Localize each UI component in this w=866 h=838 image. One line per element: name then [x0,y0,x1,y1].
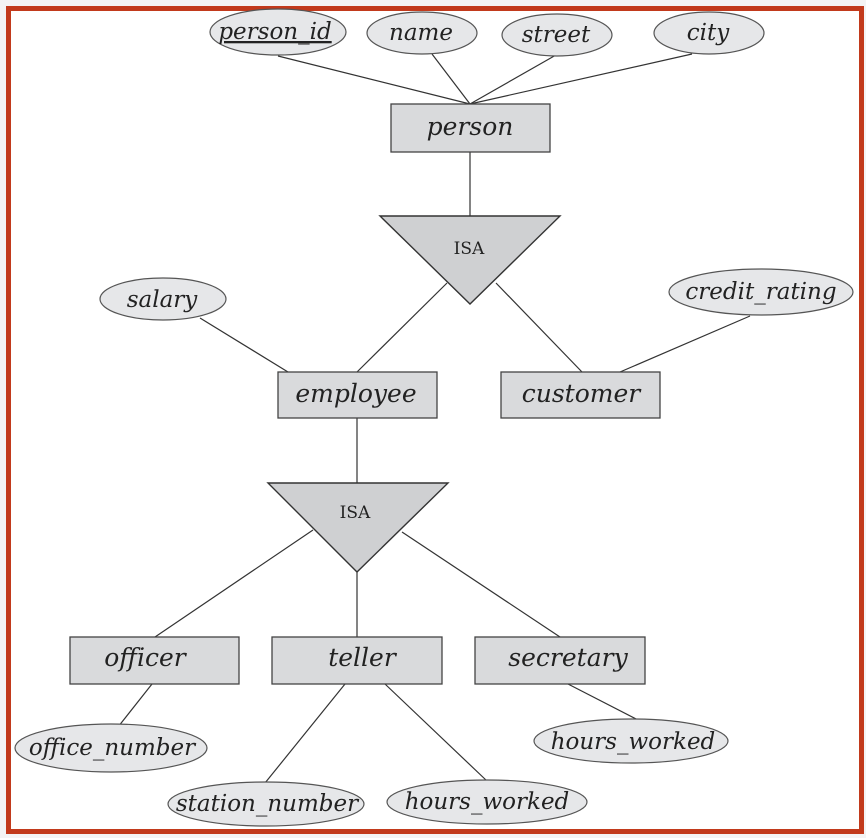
entity-employee: employee [277,371,438,419]
entity-secretary: secretary [474,636,646,685]
attribute-office-number: office_number [14,723,208,773]
svg-text:street: street [522,22,591,48]
svg-text:ISA: ISA [340,503,371,523]
entity-customer: customer [500,371,661,419]
entity-person: person [390,103,551,153]
line-name-person [431,53,471,105]
line-teller-station-number [264,683,346,784]
isa-bottom-triangle: ISA [266,482,450,573]
attribute-station-number: station_number [167,781,365,827]
svg-text:name: name [389,20,453,46]
svg-text:person_id: person_id [218,19,331,45]
svg-text:hours_worked: hours_worked [551,729,716,755]
line-isa-top-employee [356,282,448,373]
line-isa-top-customer [495,282,583,373]
svg-text:customer: customer [522,379,643,408]
line-teller-hours-worked [384,683,488,782]
svg-text:salary: salary [127,287,199,313]
isa-top-triangle: ISA [378,215,562,305]
svg-text:officer: officer [104,643,188,672]
svg-text:person: person [427,112,514,141]
line-person_id-person [277,55,471,105]
svg-text:city: city [687,20,730,46]
attribute-salary: salary [99,277,227,321]
line-credit-rating-customer [619,315,751,373]
svg-text:station_number: station_number [176,791,360,817]
svg-text:office_number: office_number [29,735,197,761]
entity-officer: officer [69,636,240,685]
svg-text:ISA: ISA [454,239,485,259]
attribute-name: name [366,11,478,55]
line-isa-bottom-officer [154,529,314,638]
line-city-person [469,53,693,105]
entity-teller: teller [271,636,443,685]
attribute-city: city [653,11,765,55]
line-salary-employee [199,317,289,373]
line-isa-bottom-secretary [401,531,561,638]
attribute-street: street [501,13,613,57]
attribute-person-id: person_id [209,8,347,56]
attribute-credit-rating: credit_rating [668,268,854,316]
line-officer-office-number [117,683,153,728]
attribute-teller-hours-worked: hours_worked [386,779,588,825]
svg-text:hours_worked: hours_worked [405,789,570,815]
connector-lines [117,53,751,784]
svg-text:secretary: secretary [508,643,628,672]
attribute-secretary-hours-worked: hours_worked [533,718,729,764]
line-secretary-hours-worked [567,683,641,722]
svg-text:teller: teller [328,643,398,672]
svg-text:credit_rating: credit_rating [685,279,836,305]
svg-text:employee: employee [295,379,416,408]
line-street-person [469,54,557,105]
